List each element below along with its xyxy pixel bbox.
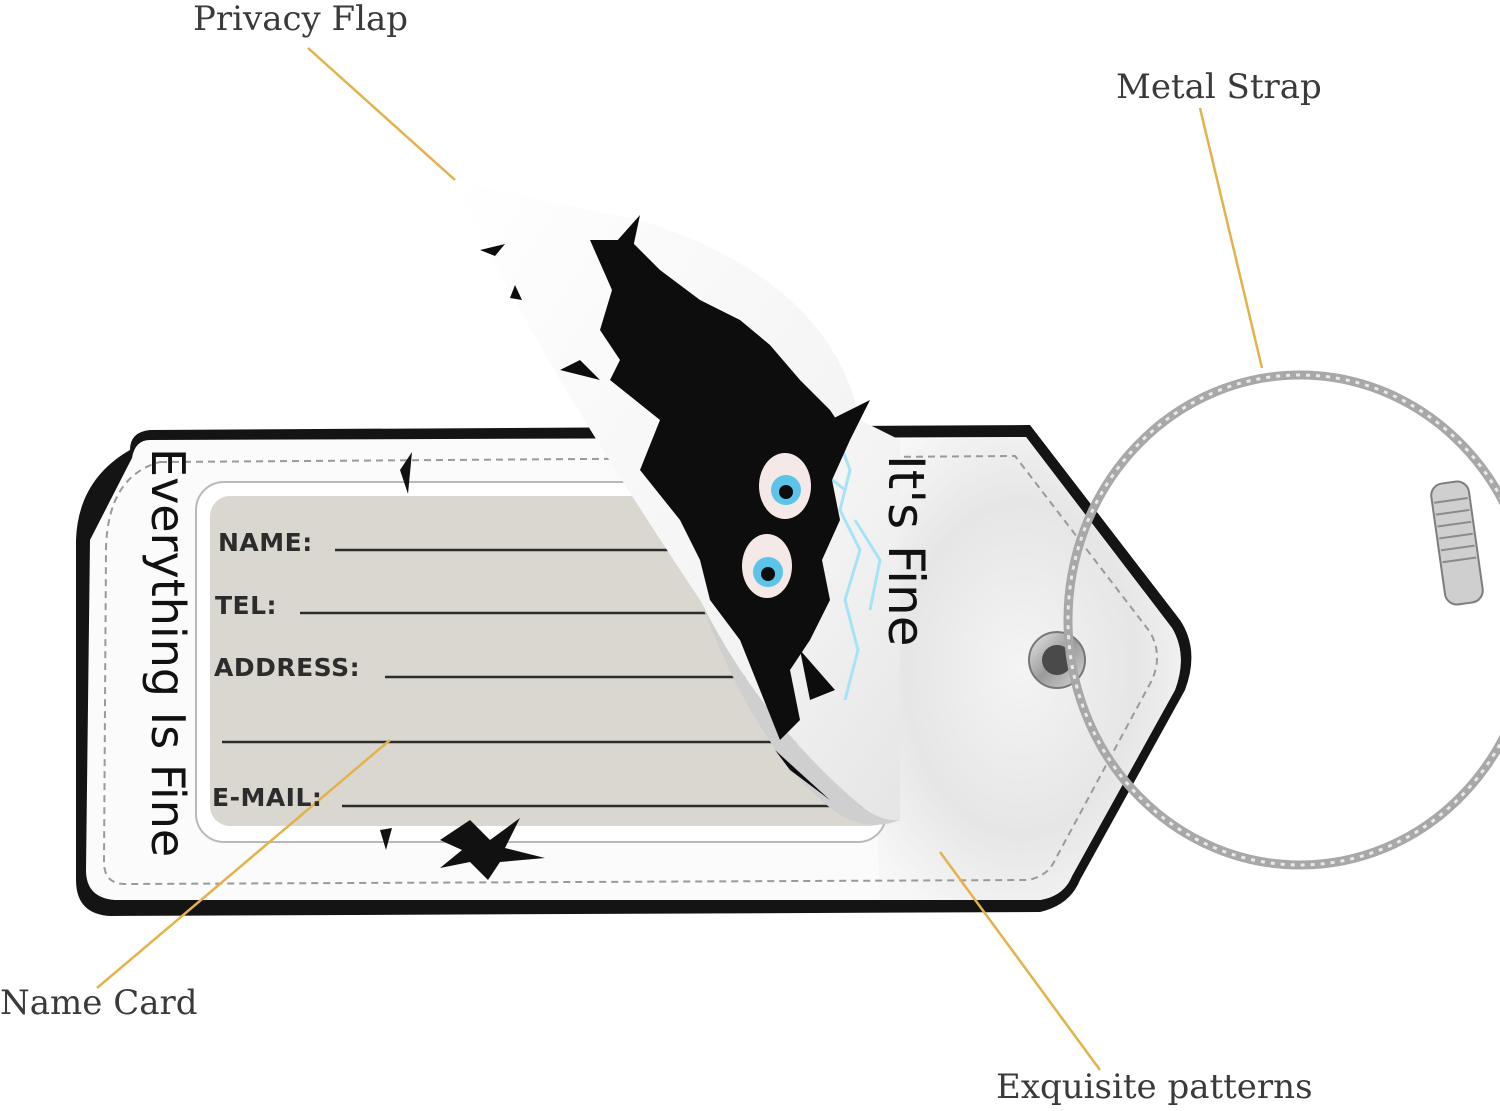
email-field-label: E-MAIL: [212,783,323,812]
address-field-label: ADDRESS: [214,653,361,682]
metal-strap-icon [1063,370,1500,870]
marble-pattern [860,437,1181,900]
creature-eyes-icon [742,453,811,598]
exquisite-patterns-label: Exquisite patterns [996,1067,1313,1107]
name-field-label: NAME: [218,528,313,557]
tag-side-slogan: Everything Is Fine [141,448,195,858]
fuzzy-creature [480,215,870,800]
tel-field-label: TEL: [215,591,278,620]
callout-lines [96,47,1264,1071]
metal-strap-label: Metal Strap [1116,67,1322,107]
flap-slogan: It's Fine [877,455,935,647]
tag-stitching [102,454,1158,886]
privacy-flap-label: Privacy Flap [193,0,409,39]
name-card-label: Name Card [0,983,198,1023]
ink-splatter [380,452,545,880]
